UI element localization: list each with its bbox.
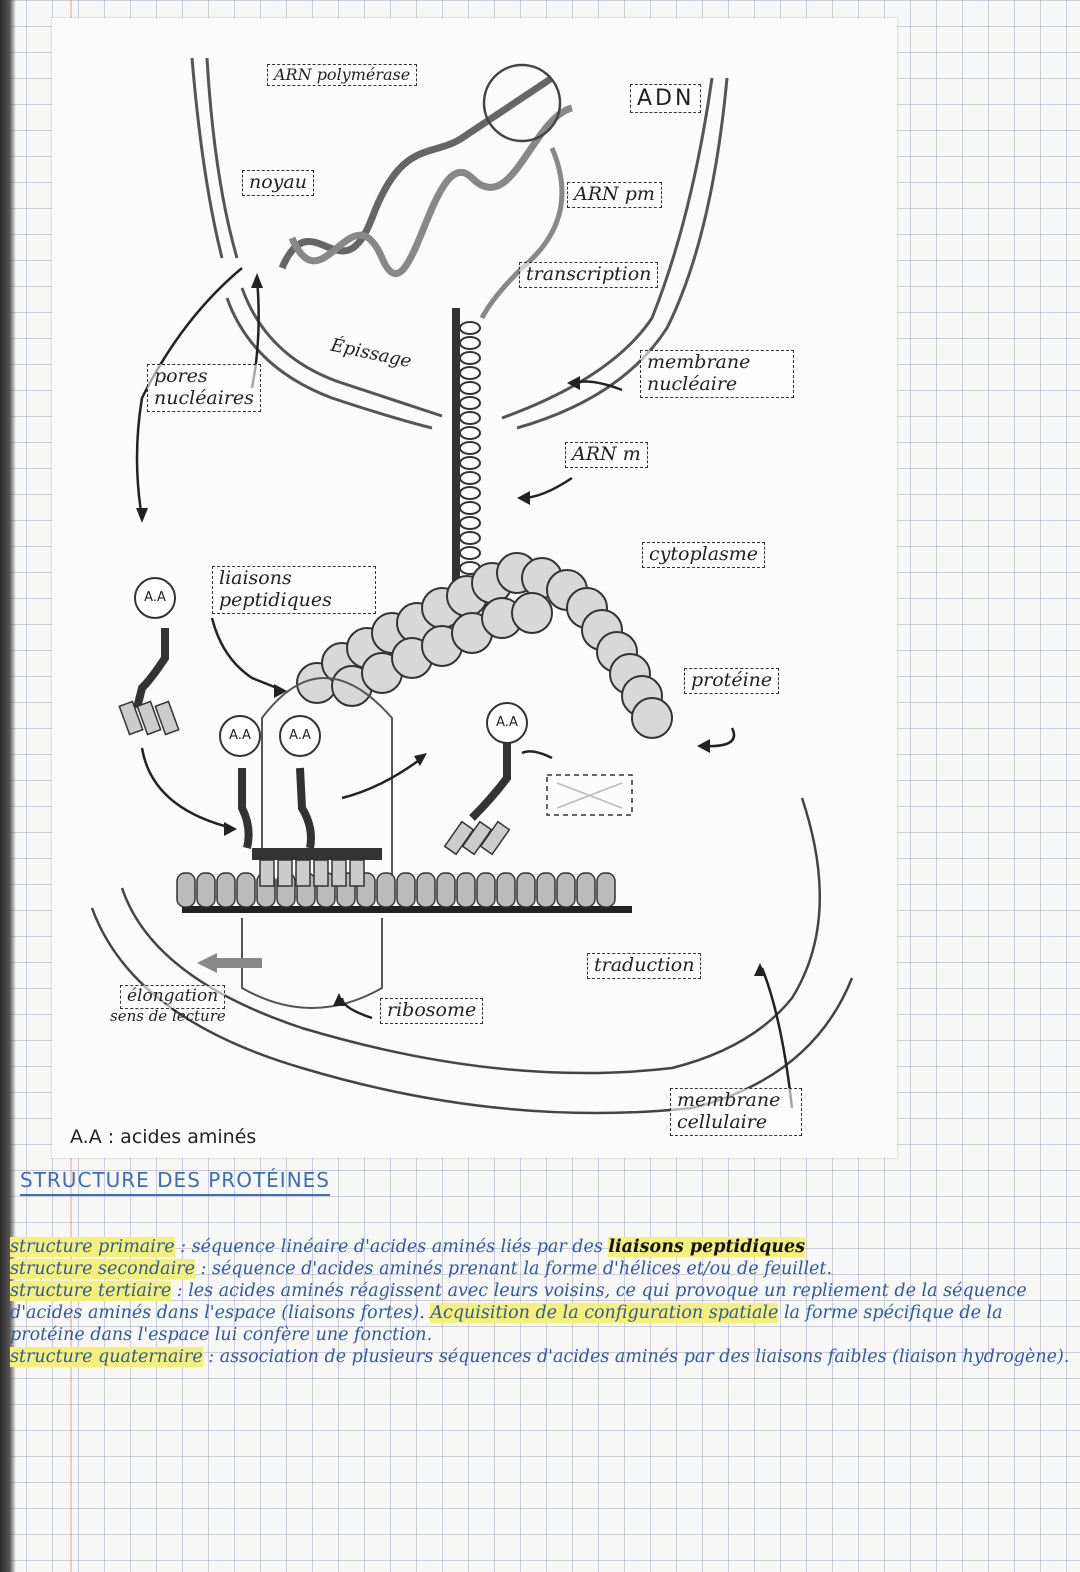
label-elongation: élongation (120, 985, 226, 1009)
dna-strand-2 (288, 104, 574, 278)
adn-focus-circle (482, 63, 562, 143)
diagram-sheet: ARN polymérase ADN noyau ARN pm transcri… (52, 18, 897, 1158)
section-title: STRUCTURE DES PROTÉINES (20, 1168, 330, 1196)
nuclear-membrane-left (225, 297, 433, 430)
label-membrane-nucleaire: membrane nucléaire (640, 350, 794, 398)
notes-block: structure primaire : séquence linéaire d… (10, 1236, 1070, 1368)
label-structure-secondaire: structure secondaire (10, 1259, 195, 1279)
label-noyau: noyau (242, 170, 314, 196)
protein-synthesis-diagram (90, 57, 854, 1115)
label-arn-m: ARN m (565, 442, 648, 468)
label-pores-nucleaires: pores nucléaires (147, 364, 261, 412)
label-liaisons-peptidiques: liaisons peptidiques (212, 566, 376, 614)
trna-anticodon-bar (252, 848, 382, 860)
label-structure-quaternaire: structure quaternaire (10, 1347, 203, 1367)
elongation-arrow (197, 953, 262, 973)
label-arn-pm: ARN pm (567, 182, 662, 208)
label-cytoplasme: cytoplasme (642, 542, 766, 568)
dna-strand-1 (278, 75, 554, 270)
label-membrane-cellulaire: membrane cellulaire (670, 1088, 802, 1136)
highlight-liaisons-peptidiques: liaisons peptidiques (608, 1237, 806, 1257)
arn-m-bases (459, 321, 481, 575)
label-traduction: traduction (587, 953, 702, 979)
ribosome-large-subunit (261, 677, 393, 898)
label-transcription: transcription (519, 262, 659, 288)
aa-label-1: A.A (144, 590, 166, 605)
codons (176, 872, 616, 908)
ribosome-mrna (182, 906, 632, 913)
arrow-heads (136, 273, 766, 1006)
page-edge-shadow (0, 0, 16, 1572)
amino-acid-circles (134, 577, 528, 757)
aa-label-2: A.A (229, 728, 251, 743)
note-structure-primaire: structure primaire : séquence linéaire d… (10, 1237, 806, 1257)
aa-label-3: A.A (289, 728, 311, 743)
aa-label-4: A.A (496, 715, 518, 730)
note-structure-quaternaire: structure quaternaire : association de p… (10, 1347, 1070, 1367)
label-structure-primaire: structure primaire (10, 1237, 175, 1257)
arn-pm-strand (479, 147, 565, 320)
label-arn-polymerase: ARN polymérase (267, 64, 418, 87)
label-proteine: protéine (684, 668, 780, 694)
label-structure-tertiaire: structure tertiaire (10, 1281, 172, 1301)
legend-acides-amines: A.A : acides aminés (70, 1126, 257, 1148)
protein-chain (296, 552, 673, 739)
arn-m-backbone (452, 308, 460, 588)
trna-group (133, 628, 511, 849)
label-sens-lecture: sens de lecture (110, 1007, 226, 1025)
trna-anticodons (118, 700, 511, 887)
highlight-configuration-spatiale: Acquisition de la configuration spatiale (430, 1303, 779, 1323)
note-structure-tertiaire: structure tertiaire : les acides aminés … (10, 1281, 1027, 1345)
label-ribosome: ribosome (380, 998, 484, 1024)
nuclear-membrane-right (501, 77, 714, 420)
note-structure-secondaire: structure secondaire : séquence d'acides… (10, 1259, 833, 1279)
empty-label-box (546, 774, 633, 816)
label-adn: ADN (630, 84, 702, 114)
ribosome-small-subunit (241, 918, 383, 1009)
empty-label-cross (556, 782, 623, 809)
